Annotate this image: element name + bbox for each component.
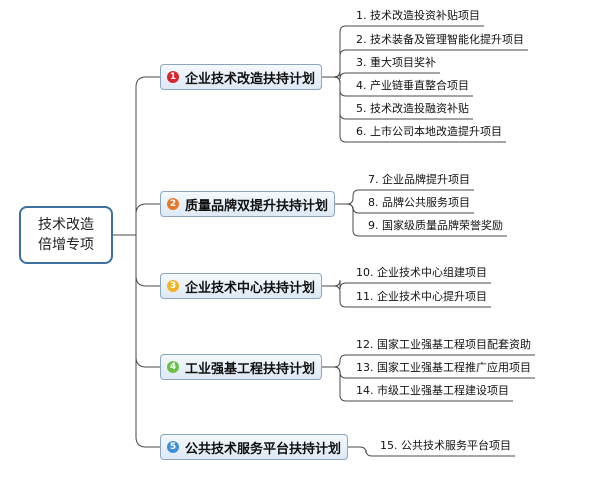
leaf-connector-15 bbox=[348, 446, 515, 457]
branch-connector-3 bbox=[135, 235, 160, 287]
leaf-connector-12 bbox=[322, 354, 535, 368]
leaf-connector-11 bbox=[322, 285, 491, 308]
branch-label-5: 公共技术服务平台扶持计划 bbox=[185, 441, 342, 457]
number-badge-2: 2 bbox=[167, 198, 179, 210]
branch-connector-1 bbox=[135, 76, 160, 235]
root-line-2: 倍增专项 bbox=[38, 237, 94, 253]
number-badge-4: 4 bbox=[167, 361, 179, 373]
leaf-connector-10 bbox=[322, 279, 491, 290]
leaf-item-3: 3. 重大项目奖补 bbox=[356, 56, 436, 69]
root-line-1: 技术改造 bbox=[38, 217, 94, 233]
branch-node-2: 2 质量品牌双提升扶持计划 bbox=[160, 191, 336, 217]
branch-connector-5 bbox=[135, 235, 160, 448]
leaf-item-15: 15. 公共技术服务平台项目 bbox=[380, 439, 511, 452]
leaf-item-8: 8. 品牌公共服务项目 bbox=[368, 196, 470, 209]
number-badge-5: 5 bbox=[167, 441, 179, 453]
branch-label-4: 工业强基工程扶持计划 bbox=[185, 361, 316, 377]
leaf-item-4: 4. 产业链垂直整合项目 bbox=[356, 79, 469, 92]
branch-node-1: 1 企业技术改造扶持计划 bbox=[160, 64, 323, 90]
branch-connector-2 bbox=[135, 203, 160, 235]
leaf-item-13: 13. 国家工业强基工程推广应用项目 bbox=[356, 361, 531, 374]
leaf-connector-14 bbox=[322, 366, 513, 402]
leaf-item-11: 11. 企业技术中心提升项目 bbox=[356, 290, 487, 303]
leaf-item-12: 12. 国家工业强基工程项目配套资助 bbox=[356, 338, 531, 351]
number-badge-1: 1 bbox=[167, 71, 179, 83]
branch-connector-4 bbox=[135, 235, 160, 368]
leaf-item-5: 5. 技术改造投融资补贴 bbox=[356, 102, 469, 115]
leaf-connector-9 bbox=[335, 203, 507, 237]
branch-label-2: 质量品牌双提升扶持计划 bbox=[185, 198, 329, 214]
leaf-item-2: 2. 技术装备及管理智能化提升项目 bbox=[356, 33, 524, 46]
leaf-item-10: 10. 企业技术中心组建项目 bbox=[356, 266, 487, 279]
leaf-connector-7 bbox=[335, 189, 474, 205]
branch-label-3: 企业技术中心扶持计划 bbox=[185, 280, 316, 296]
branch-node-3: 3 企业技术中心扶持计划 bbox=[160, 273, 323, 299]
branch-node-4: 4 工业强基工程扶持计划 bbox=[160, 354, 323, 380]
leaf-connector-6 bbox=[322, 76, 506, 143]
leaf-item-6: 6. 上市公司本地改造提升项目 bbox=[356, 125, 502, 138]
leaf-connector-3 bbox=[322, 70, 440, 80]
leaf-item-9: 9. 国家级质量品牌荣誉奖励 bbox=[368, 219, 503, 232]
leaf-item-1: 1. 技术改造投资补贴项目 bbox=[356, 9, 480, 22]
leaf-item-7: 7. 企业品牌提升项目 bbox=[368, 173, 470, 186]
number-badge-3: 3 bbox=[167, 280, 179, 292]
root-node: 技术改造 倍增专项 bbox=[19, 206, 113, 264]
leaf-item-14: 14. 市级工业强基工程建设项目 bbox=[356, 384, 509, 397]
branch-node-5: 5 公共技术服务平台扶持计划 bbox=[160, 434, 349, 460]
branch-label-1: 企业技术改造扶持计划 bbox=[185, 71, 316, 87]
